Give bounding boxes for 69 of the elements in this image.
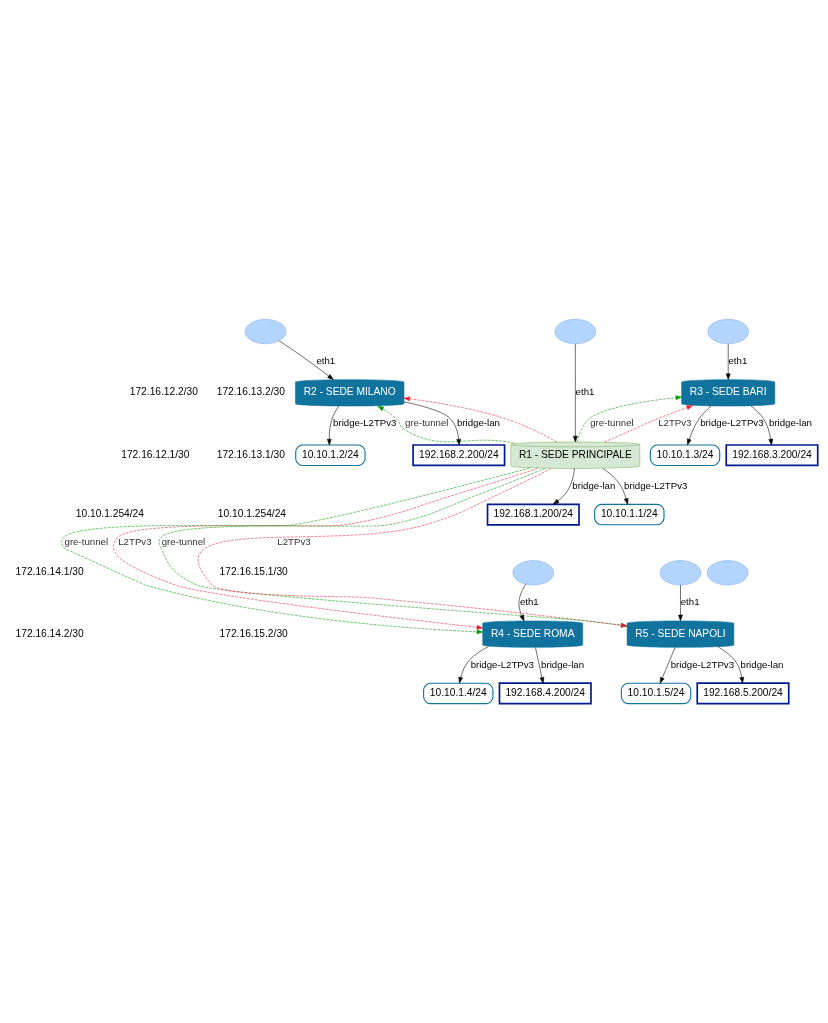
arrow xyxy=(659,647,675,684)
arrow xyxy=(576,395,682,443)
node-box: 192.168.1.200/24 xyxy=(486,503,580,526)
label: 10.10.1.254/24 xyxy=(217,508,286,520)
arrow xyxy=(326,406,339,446)
label: 10.10.1.254/24 xyxy=(75,508,144,520)
arrow xyxy=(717,646,744,684)
node-box: 10.10.1.4/24 xyxy=(422,682,493,705)
arrow xyxy=(403,396,557,443)
edge-label: bridge-lan xyxy=(540,658,584,670)
edge-label: bridge-lan xyxy=(571,479,615,491)
arrow xyxy=(534,647,544,684)
node-cloud xyxy=(706,319,749,345)
edge-label: bridge-L2TPv3 xyxy=(332,417,396,429)
node-cloud xyxy=(244,319,286,345)
edge-label: bridge-L2TPv3 xyxy=(670,658,734,670)
edge-label: gre-tunnel xyxy=(404,417,448,429)
node-cloud xyxy=(554,319,596,345)
label: 172.16.15.1/30 xyxy=(219,566,288,578)
edge-label: gre-tunnel xyxy=(64,536,108,548)
node-box: 192.168.3.200/24 xyxy=(724,444,819,467)
node-box: 192.168.4.200/24 xyxy=(498,682,592,705)
arrow xyxy=(278,340,334,380)
arrow xyxy=(60,467,530,635)
arrow xyxy=(403,401,461,446)
node-box: 10.10.1.3/24 xyxy=(649,444,720,467)
label: 172.16.12.1/30 xyxy=(120,448,189,460)
edge-label: L2TPv3 xyxy=(276,536,311,548)
edge-label: eth1 xyxy=(680,596,700,608)
arrow xyxy=(602,468,628,505)
edge-label: bridge-L2TPv3 xyxy=(470,658,534,670)
edge-label: eth1 xyxy=(519,596,539,608)
label: 172.16.12.2/30 xyxy=(129,386,198,398)
node-box: 192.168.5.200/24 xyxy=(695,682,790,705)
arrow xyxy=(457,646,489,684)
node-box: 10.10.1.1/24 xyxy=(593,503,665,526)
edge-label: bridge-L2TPv3 xyxy=(623,479,687,491)
label: 172.16.14.2/30 xyxy=(15,627,84,639)
edge-label: gre-tunnel xyxy=(589,417,634,429)
label: 172.16.13.1/30 xyxy=(216,448,285,460)
edge-label: L2TPv3 xyxy=(117,536,152,548)
node-box: 192.168.2.200/24 xyxy=(411,444,505,467)
edge-label: bridge-lan xyxy=(456,417,500,429)
arrow xyxy=(572,343,578,443)
label: 172.16.13.2/30 xyxy=(216,386,285,398)
label: 172.16.15.2/30 xyxy=(219,627,288,639)
edge-label: eth1 xyxy=(575,386,594,398)
edge-label: bridge-lan xyxy=(768,417,812,429)
node-box: 10.10.1.5/24 xyxy=(620,682,691,705)
edge-label: eth1 xyxy=(727,355,747,367)
node-cloud xyxy=(512,560,554,586)
node-box: 10.10.1.2/24 xyxy=(294,444,366,467)
arrow xyxy=(686,405,711,446)
label: 172.16.14.1/30 xyxy=(15,566,84,578)
node-cloud xyxy=(659,560,701,586)
edge-label: L2TPv3 xyxy=(657,417,691,429)
arrow xyxy=(603,405,693,443)
arrow xyxy=(518,583,526,622)
arrow xyxy=(677,584,683,622)
edge-label: eth1 xyxy=(315,355,335,367)
arrow xyxy=(112,468,538,630)
node-cloud xyxy=(706,560,748,586)
arrow xyxy=(377,405,514,444)
edge-label: gre-tunnel xyxy=(161,536,205,548)
edge-label: bridge-L2TPv3 xyxy=(699,417,764,429)
edge-label: bridge-lan xyxy=(740,658,784,670)
arrow xyxy=(552,468,575,505)
arrow xyxy=(725,343,730,380)
arrow xyxy=(750,405,773,446)
